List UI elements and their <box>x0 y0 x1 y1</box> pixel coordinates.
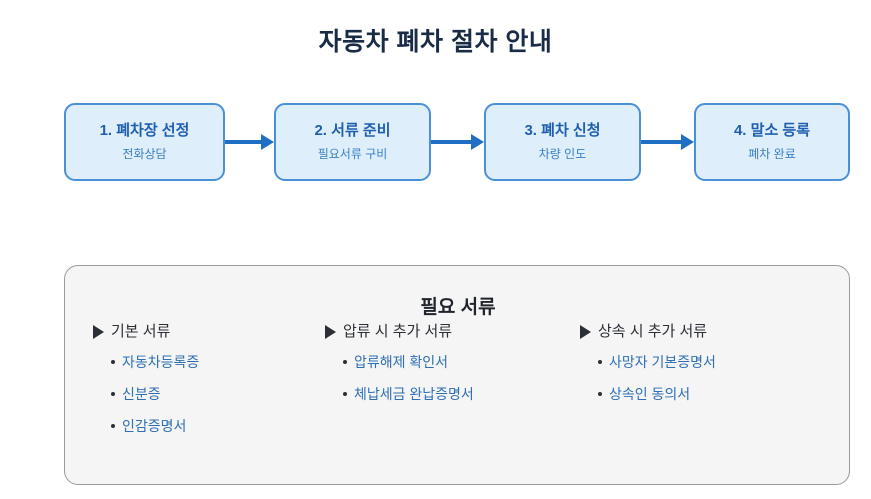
documents-column-inheritance-heading: 상속 시 추가 서류 <box>580 323 830 341</box>
documents-column-inheritance-list: 사망자 기본증명서 상속인 동의서 <box>598 354 830 403</box>
triangle-right-icon <box>93 325 104 339</box>
arrow-head <box>471 134 484 150</box>
arrow-shaft <box>431 140 471 144</box>
list-item: 상속인 동의서 <box>598 386 830 403</box>
list-item: 신분증 <box>111 386 333 403</box>
arrow-shaft <box>225 140 261 144</box>
flow-step-4-title: 4. 말소 등록 <box>733 122 811 140</box>
flow-step-4-subtitle: 폐차 완료 <box>748 147 796 162</box>
list-item-label: 상속인 동의서 <box>609 385 691 402</box>
bullet-dot-icon <box>111 392 115 397</box>
arrow-right-icon <box>431 134 484 150</box>
list-item-label: 신분증 <box>122 385 161 402</box>
list-item-label: 사망자 기본증명서 <box>609 354 716 370</box>
page-title: 자동차 폐차 절차 안내 <box>318 28 553 56</box>
flow-step-3[interactable]: 3. 폐차 신청 차량 인도 <box>484 103 641 181</box>
flow-step-3-subtitle: 차량 인도 <box>538 147 587 162</box>
documents-column-seizure-list: 압류해제 확인서 체납세금 완납증명서 <box>343 354 575 403</box>
flow-step-3-title: 3. 폐차 신청 <box>524 122 601 140</box>
documents-column-seizure-heading-label: 압류 시 추가 서류 <box>343 323 453 340</box>
flow-step-2-title: 2. 서류 준비 <box>314 122 391 140</box>
documents-column-basic-heading: 기본 서류 <box>93 323 333 341</box>
list-item: 체납세금 완납증명서 <box>343 386 575 403</box>
documents-column-inheritance-heading-label: 상속 시 추가 서류 <box>598 323 708 340</box>
arrow-head <box>681 134 694 150</box>
list-item: 자동차등록증 <box>111 354 333 371</box>
process-flow: 1. 폐차장 선정 전화상담 2. 서류 준비 필요서류 구비 3. 폐차 신청… <box>64 103 850 181</box>
flow-step-4[interactable]: 4. 말소 등록 폐차 완료 <box>694 103 850 181</box>
bullet-dot-icon <box>111 423 115 428</box>
bullet-dot-icon <box>343 392 347 397</box>
bullet-dot-icon <box>343 360 347 365</box>
list-item-label: 체납세금 완납증명서 <box>354 385 474 402</box>
required-documents-panel: 필요 서류 기본 서류 자동차등록증 신분증 인감증명서 <box>64 265 850 485</box>
documents-column-basic: 기본 서류 자동차등록증 신분증 인감증명서 <box>93 323 333 449</box>
required-documents-title: 필요 서류 <box>420 297 496 318</box>
required-documents-columns: 기본 서류 자동차등록증 신분증 인감증명서 압류 시 <box>65 323 851 473</box>
arrow-shaft <box>641 140 681 144</box>
arrow-right-icon <box>225 134 274 150</box>
list-item: 압류해제 확인서 <box>343 354 575 371</box>
triangle-right-icon <box>580 325 591 339</box>
documents-column-inheritance: 상속 시 추가 서류 사망자 기본증명서 상속인 동의서 <box>580 323 830 418</box>
documents-column-seizure-heading: 압류 시 추가 서류 <box>325 323 575 341</box>
flow-step-1[interactable]: 1. 폐차장 선정 전화상담 <box>64 103 225 181</box>
arrow-head <box>261 134 274 150</box>
documents-column-basic-list: 자동차등록증 신분증 인감증명서 <box>111 354 333 434</box>
arrow-right-icon <box>641 134 694 150</box>
list-item-label: 자동차등록증 <box>122 354 200 370</box>
flow-step-2-subtitle: 필요서류 구비 <box>317 147 388 162</box>
list-item-label: 인감증명서 <box>122 417 187 434</box>
flow-step-1-subtitle: 전화상담 <box>122 147 167 162</box>
list-item-label: 압류해제 확인서 <box>354 354 449 370</box>
flow-step-2[interactable]: 2. 서류 준비 필요서류 구비 <box>274 103 431 181</box>
documents-column-seizure: 압류 시 추가 서류 압류해제 확인서 체납세금 완납증명서 <box>325 323 575 418</box>
bullet-dot-icon <box>111 360 115 365</box>
flow-step-1-title: 1. 폐차장 선정 <box>99 122 190 140</box>
bullet-dot-icon <box>598 392 602 397</box>
documents-column-basic-heading-label: 기본 서류 <box>111 323 171 340</box>
list-item: 사망자 기본증명서 <box>598 354 830 371</box>
bullet-dot-icon <box>598 360 602 365</box>
triangle-right-icon <box>325 325 336 339</box>
list-item: 인감증명서 <box>111 418 333 435</box>
